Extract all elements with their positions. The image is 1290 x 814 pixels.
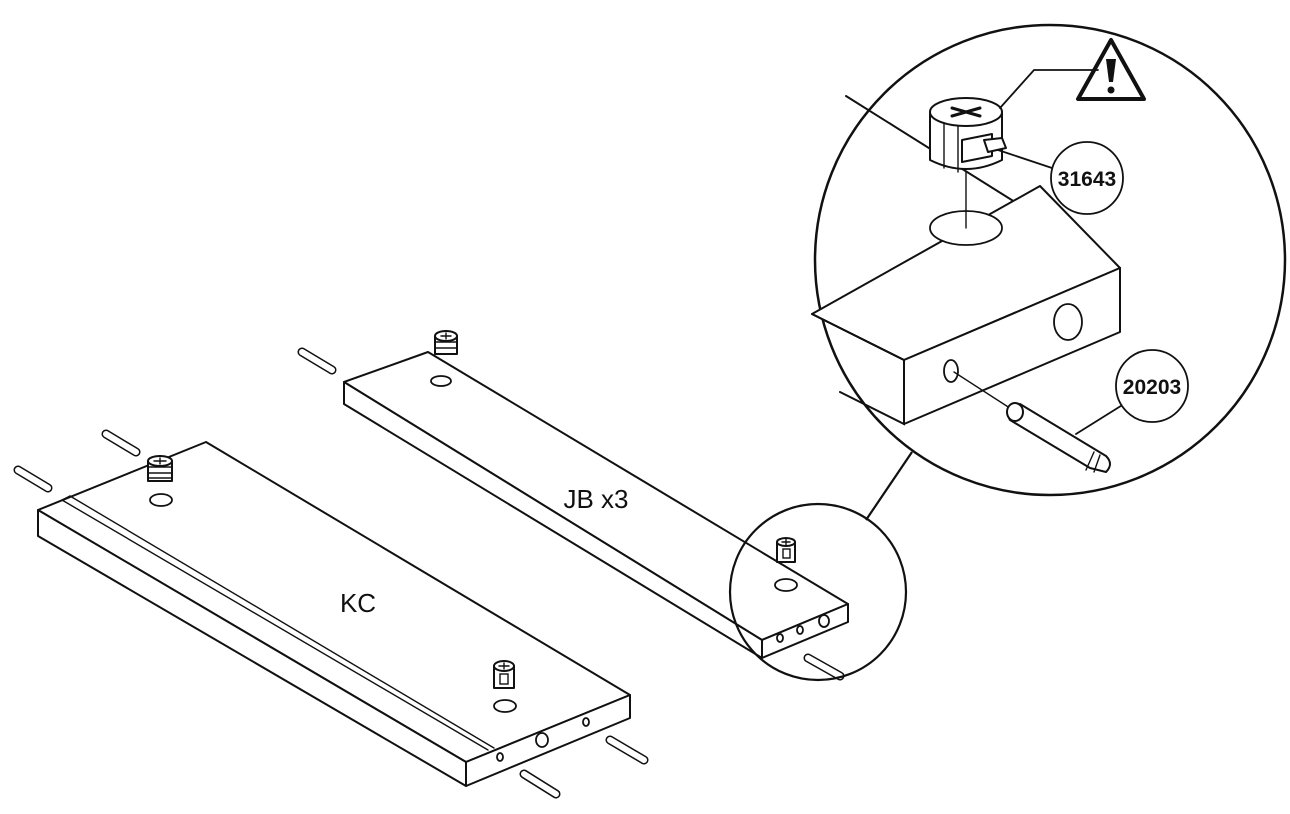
dowel-hole — [535, 732, 549, 748]
dowel-icon — [13, 465, 53, 493]
part-number-31643: 31643 — [1058, 168, 1116, 191]
dowel-hole — [818, 614, 830, 628]
panel-kc — [37, 441, 631, 787]
cam-lock-icon — [929, 97, 1007, 173]
dowel-icon — [803, 653, 845, 681]
dowel-icon — [605, 735, 649, 765]
cam-hole — [493, 699, 517, 713]
dowel-hole — [582, 717, 590, 727]
part-number-20203: 20203 — [1123, 376, 1181, 399]
panel-jb — [343, 351, 849, 659]
detail-callout-small — [728, 502, 908, 682]
dowel-hole — [796, 625, 804, 635]
cam-lock-icon — [776, 537, 796, 563]
part-label-20203: 20203 — [1075, 349, 1189, 435]
part-label-31643: 31643 — [997, 141, 1124, 215]
dowel-hole — [943, 359, 959, 383]
dowel-icon — [1006, 402, 1111, 473]
dowel-icon — [297, 347, 337, 375]
cam-lock-icon — [493, 660, 515, 689]
dowel-icon — [101, 429, 141, 457]
warning-leader — [999, 69, 1099, 109]
cam-hole — [149, 493, 173, 507]
cam-hole — [430, 375, 452, 387]
cam-lock-icon — [434, 330, 458, 355]
dowel-hole — [1053, 303, 1083, 341]
dowel-icon — [519, 769, 561, 799]
callout-connector — [865, 451, 913, 521]
dowel-hole — [776, 633, 784, 643]
cam-lock-icon — [147, 455, 173, 482]
panel-label-kc: KC — [340, 588, 376, 618]
dowel-hole — [496, 752, 504, 762]
panel-label-jb: JB x3 — [563, 484, 628, 514]
cam-hole — [774, 578, 798, 592]
